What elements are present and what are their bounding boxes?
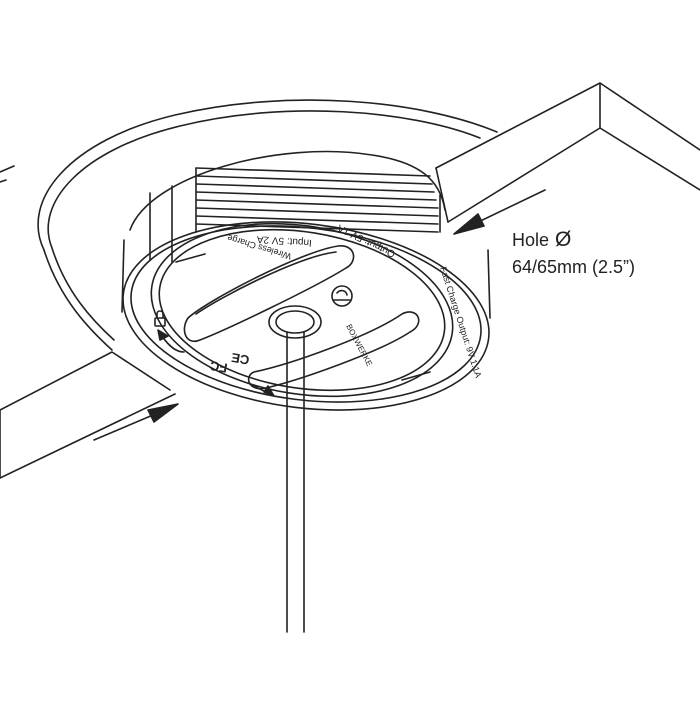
input-rating-text: Input: 5V 2A	[256, 233, 312, 248]
lock-icon	[154, 310, 166, 327]
hole-size: 64/65mm (2.5”)	[512, 257, 636, 277]
threaded-body	[121, 150, 491, 319]
ce-mark: CE	[230, 350, 251, 368]
fc-mark: FC	[208, 358, 228, 376]
insertion-arrows	[93, 189, 546, 441]
arrow-icon	[157, 329, 185, 353]
wireless-charge-icon	[331, 285, 353, 307]
cable	[268, 305, 322, 633]
bottom-face	[122, 221, 490, 411]
countertop-board	[0, 82, 700, 479]
arrow-icon	[249, 383, 275, 397]
grip-tab-right	[247, 311, 420, 390]
flange-disc	[37, 99, 498, 351]
hole-label: Hole	[512, 230, 550, 250]
grip-tab-left	[183, 245, 355, 343]
diameter-symbol: Ø	[555, 228, 572, 251]
